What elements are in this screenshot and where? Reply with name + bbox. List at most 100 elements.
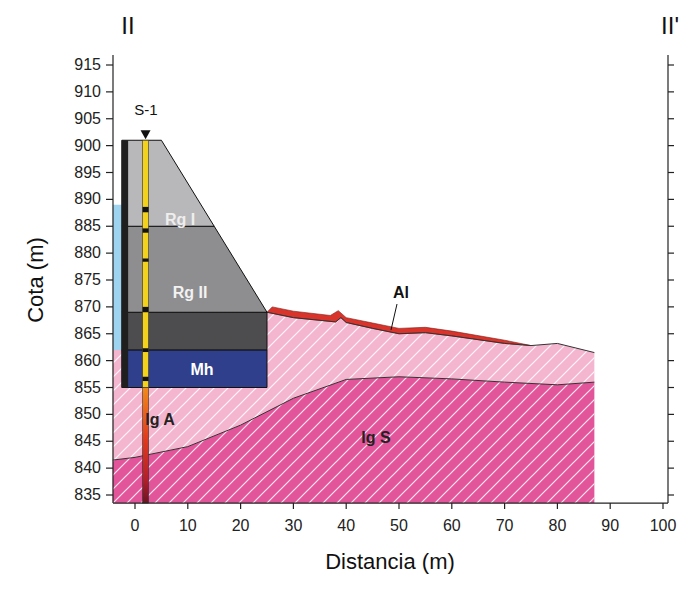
x-axis-line bbox=[113, 502, 668, 503]
right-axis-line bbox=[667, 55, 668, 503]
contact-line bbox=[113, 377, 595, 460]
unit-label: Rg I bbox=[165, 211, 195, 229]
tick-label: 0 bbox=[131, 517, 140, 535]
y-tick bbox=[106, 387, 113, 388]
y-tick bbox=[668, 226, 674, 227]
y-axis-line bbox=[112, 55, 113, 503]
upstream-facing bbox=[122, 140, 128, 387]
y-tick bbox=[106, 253, 113, 254]
y-tick bbox=[668, 279, 674, 280]
tick-label: 880 bbox=[74, 244, 101, 262]
tick-label: 870 bbox=[74, 298, 101, 316]
x-tick bbox=[557, 503, 558, 509]
tick-label: 80 bbox=[548, 517, 566, 535]
core-band bbox=[143, 259, 149, 262]
unit-label: Mh bbox=[190, 361, 213, 379]
core-band bbox=[143, 377, 149, 381]
core-band bbox=[143, 348, 149, 352]
axis-title: Distancia (m) bbox=[325, 550, 455, 574]
section-mark: II' bbox=[661, 13, 679, 39]
y-tick bbox=[106, 360, 113, 361]
tick-label: 60 bbox=[443, 517, 461, 535]
tick-label: 10 bbox=[179, 517, 197, 535]
tick-label: 845 bbox=[74, 432, 101, 450]
tick-label: 70 bbox=[496, 517, 514, 535]
axis-title: Cota (m) bbox=[24, 237, 48, 323]
x-tick bbox=[610, 503, 611, 509]
y-tick bbox=[106, 226, 113, 227]
y-tick bbox=[668, 333, 674, 334]
tick-label: 90 bbox=[601, 517, 619, 535]
unit-label: Ig A bbox=[145, 411, 175, 429]
x-tick bbox=[134, 503, 135, 509]
x-tick bbox=[504, 503, 505, 509]
tick-label: 20 bbox=[232, 517, 250, 535]
core-band bbox=[143, 307, 149, 312]
ground-surface bbox=[267, 312, 594, 352]
granite-s-hatch bbox=[113, 377, 595, 503]
alluvium-layer bbox=[267, 307, 531, 346]
tick-label: 900 bbox=[74, 137, 101, 155]
y-tick bbox=[106, 172, 113, 173]
unit-label: Ig S bbox=[361, 429, 390, 447]
tick-label: 850 bbox=[74, 406, 101, 424]
x-tick bbox=[662, 503, 663, 509]
unit-label: Rg II bbox=[173, 284, 208, 302]
y-tick bbox=[668, 306, 674, 307]
y-tick bbox=[106, 468, 113, 469]
tick-label: 835 bbox=[74, 486, 101, 504]
y-tick bbox=[668, 118, 674, 119]
section-mark: II bbox=[121, 13, 134, 39]
y-tick bbox=[668, 360, 674, 361]
y-tick bbox=[668, 441, 674, 442]
x-tick bbox=[451, 503, 452, 509]
y-tick bbox=[106, 279, 113, 280]
tick-label: 860 bbox=[74, 352, 101, 370]
tick-label: 910 bbox=[74, 83, 101, 101]
y-tick bbox=[668, 199, 674, 200]
y-tick bbox=[106, 333, 113, 334]
tick-label: 905 bbox=[74, 110, 101, 128]
tick-label: 865 bbox=[74, 325, 101, 343]
y-tick bbox=[668, 494, 674, 495]
core-band bbox=[143, 207, 149, 212]
leader-line bbox=[391, 304, 397, 330]
y-tick bbox=[106, 91, 113, 92]
y-tick bbox=[106, 145, 113, 146]
tick-label: 100 bbox=[650, 517, 677, 535]
core-band bbox=[143, 228, 149, 232]
tick-label: 895 bbox=[74, 164, 101, 182]
borehole-core bbox=[143, 388, 149, 504]
x-tick bbox=[293, 503, 294, 509]
tick-label: 890 bbox=[74, 191, 101, 209]
x-tick bbox=[346, 503, 347, 509]
tick-label: 50 bbox=[390, 517, 408, 535]
x-tick bbox=[187, 503, 188, 509]
tick-label: 915 bbox=[74, 56, 101, 74]
tick-label: 855 bbox=[74, 379, 101, 397]
y-tick bbox=[106, 118, 113, 119]
y-tick bbox=[668, 414, 674, 415]
y-tick bbox=[106, 199, 113, 200]
y-tick bbox=[106, 414, 113, 415]
borehole-marker bbox=[141, 130, 151, 139]
y-tick bbox=[106, 306, 113, 307]
y-tick bbox=[106, 64, 113, 65]
y-tick bbox=[668, 172, 674, 173]
granite-s-region bbox=[113, 377, 595, 503]
tick-label: 40 bbox=[337, 517, 355, 535]
reservoir-water bbox=[113, 205, 122, 350]
y-tick bbox=[668, 387, 674, 388]
y-tick bbox=[106, 494, 113, 495]
tick-label: 30 bbox=[284, 517, 302, 535]
x-tick bbox=[398, 503, 399, 509]
tick-label: 840 bbox=[74, 459, 101, 477]
x-tick bbox=[240, 503, 241, 509]
y-tick bbox=[668, 145, 674, 146]
tick-label: 875 bbox=[74, 271, 101, 289]
y-tick bbox=[668, 253, 674, 254]
unit-label: Al bbox=[393, 284, 409, 302]
y-tick bbox=[668, 91, 674, 92]
